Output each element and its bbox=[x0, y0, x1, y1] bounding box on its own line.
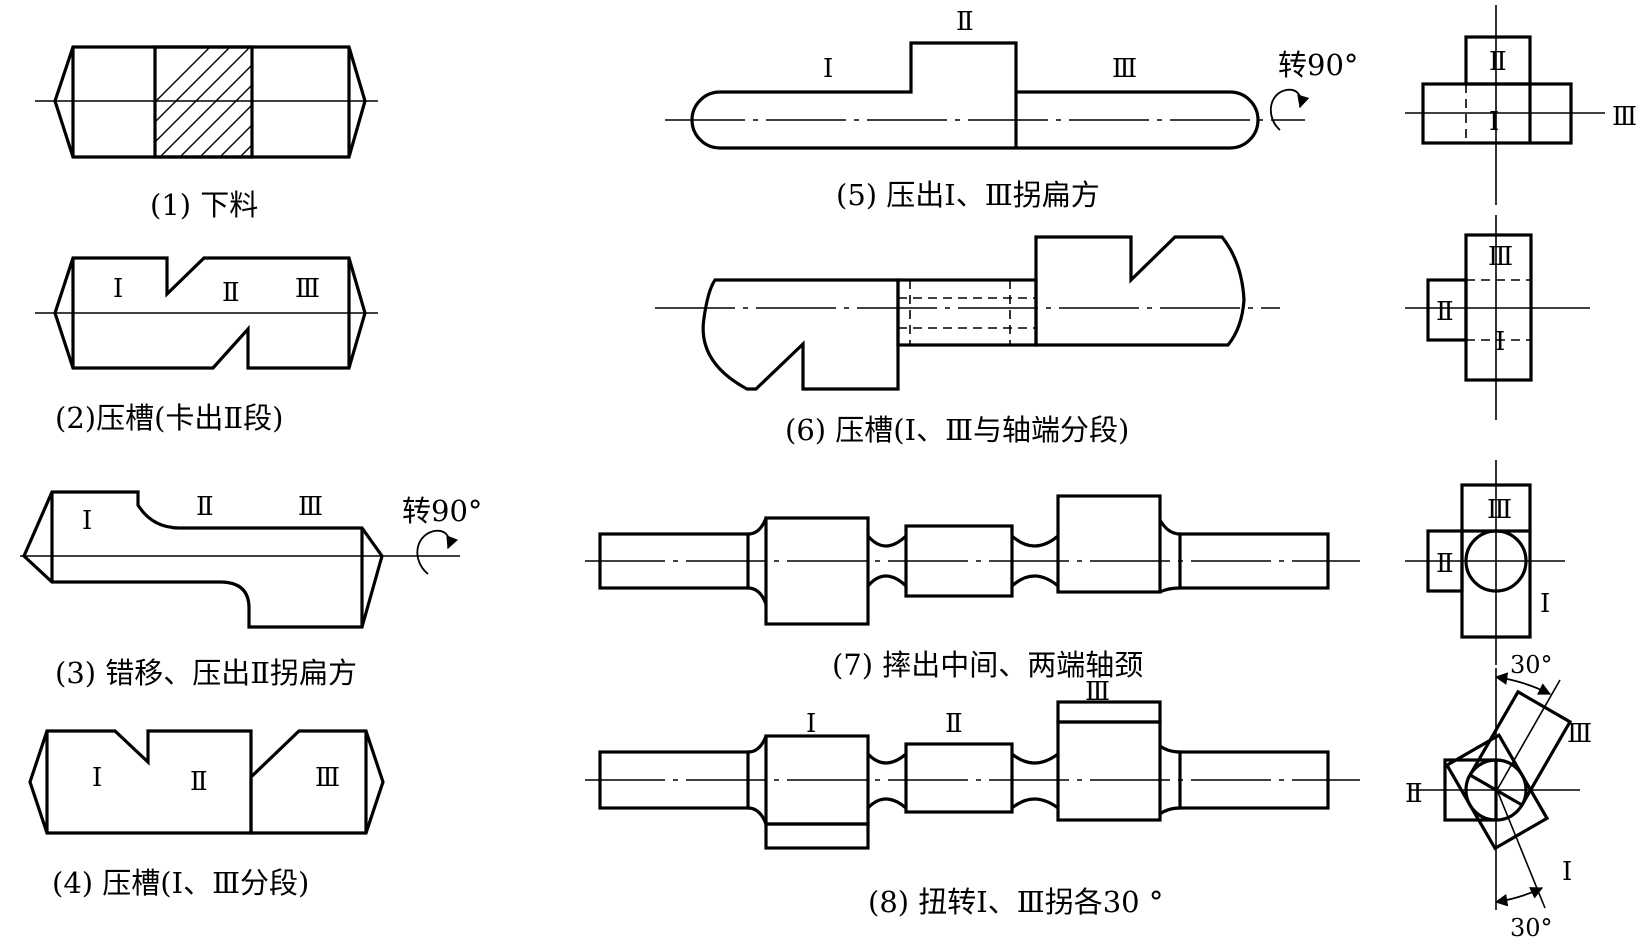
step4-label-I: Ⅰ bbox=[92, 763, 102, 793]
step6-grooved-cranks: (6) 压槽(Ⅰ、Ⅲ与轴端分段) bbox=[655, 235, 1280, 447]
step5-label-III: Ⅲ bbox=[1112, 54, 1137, 84]
step6-caption: (6) 压槽(Ⅰ、Ⅲ与轴端分段) bbox=[785, 413, 1129, 447]
step8-end-label-III: Ⅲ bbox=[1567, 719, 1592, 749]
step5-caption: (5) 压出Ⅰ、Ⅲ拐扁方 bbox=[836, 178, 1100, 212]
step3-label-II: Ⅱ bbox=[196, 492, 214, 522]
step4-grooved-billet: Ⅰ Ⅱ Ⅲ (4) 压槽(Ⅰ、Ⅲ分段) bbox=[28, 729, 385, 900]
step8-angle-bottom: 30° bbox=[1510, 914, 1553, 942]
step5-end-label-I: Ⅰ bbox=[1489, 107, 1499, 137]
step8-label-I: Ⅰ bbox=[806, 709, 816, 739]
step8-end-label-II: Ⅱ bbox=[1405, 779, 1423, 809]
hatched-cut-section bbox=[155, 47, 252, 157]
step5-label-II: Ⅱ bbox=[956, 7, 974, 37]
step5-end-label-III: Ⅲ bbox=[1612, 102, 1636, 132]
step1-blank-billet: (1) 下料 bbox=[35, 45, 378, 222]
step8-label-II: Ⅱ bbox=[945, 709, 963, 739]
step6-end-label-III: Ⅲ bbox=[1488, 242, 1513, 272]
rotation-arrow-icon bbox=[416, 529, 459, 575]
step5-rotate-label: 转90° bbox=[1278, 48, 1358, 82]
step8-angle-top: 30° bbox=[1510, 651, 1553, 679]
step7-end-label-I: Ⅰ bbox=[1540, 589, 1550, 619]
step7-caption: (7) 摔出中间、两端轴颈 bbox=[832, 648, 1143, 682]
step7-swaged-shaft: (7) 摔出中间、两端轴颈 bbox=[585, 494, 1360, 682]
step4-caption: (4) 压槽(Ⅰ、Ⅲ分段) bbox=[52, 866, 309, 900]
step3-label-III: Ⅲ bbox=[298, 492, 323, 522]
step3-caption: (3) 错移、压出Ⅱ拐扁方 bbox=[55, 656, 357, 690]
step2-grooved-billet: Ⅰ Ⅱ Ⅲ (2)压槽(卡出Ⅱ段) bbox=[35, 256, 378, 435]
step6-end-view: Ⅲ Ⅱ Ⅰ bbox=[1405, 215, 1590, 420]
step4-label-III: Ⅲ bbox=[315, 763, 340, 793]
step2-caption: (2)压槽(卡出Ⅱ段) bbox=[55, 401, 283, 435]
step7-end-label-II: Ⅱ bbox=[1436, 549, 1454, 579]
step3-label-I: Ⅰ bbox=[82, 506, 92, 536]
step8-end-label-I: Ⅰ bbox=[1562, 857, 1572, 887]
rotation-arrow-icon bbox=[1270, 88, 1310, 131]
step8-caption: (8) 扭转Ⅰ、Ⅲ拐各30 ° bbox=[868, 885, 1163, 919]
top-angle-arrow bbox=[1494, 672, 1552, 695]
step8-twisted-shaft: Ⅰ Ⅱ Ⅲ (8) 扭转Ⅰ、Ⅲ拐各30 ° bbox=[585, 677, 1360, 919]
step6-end-label-I: Ⅰ bbox=[1495, 327, 1505, 357]
step8-label-III: Ⅲ bbox=[1085, 677, 1110, 707]
step2-label-III: Ⅲ bbox=[295, 274, 320, 304]
step8-end-view: 30° 30° Ⅱ Ⅲ Ⅰ bbox=[1405, 651, 1592, 942]
step2-label-I: Ⅰ bbox=[113, 274, 123, 304]
step3-rotate-label: 转90° bbox=[402, 494, 482, 528]
step2-label-II: Ⅱ bbox=[222, 278, 240, 308]
step5-flat-cranks: Ⅰ Ⅱ Ⅲ 转90° (5) 压出Ⅰ、Ⅲ拐扁方 bbox=[665, 7, 1358, 212]
step7-end-label-III: Ⅲ bbox=[1487, 495, 1512, 525]
step4-label-II: Ⅱ bbox=[190, 767, 208, 797]
step5-end-view: Ⅱ Ⅰ Ⅲ bbox=[1405, 5, 1636, 205]
step6-end-label-II: Ⅱ bbox=[1436, 297, 1454, 327]
bottom-angle-arrow bbox=[1494, 887, 1544, 907]
step3-offset-billet: Ⅰ Ⅱ Ⅲ 转90° (3) 错移、压出Ⅱ拐扁方 bbox=[20, 490, 482, 690]
step7-end-view: Ⅲ Ⅱ Ⅰ bbox=[1405, 460, 1565, 665]
step1-caption: (1) 下料 bbox=[150, 188, 258, 222]
step5-label-I: Ⅰ bbox=[823, 54, 833, 84]
step5-end-label-II: Ⅱ bbox=[1489, 47, 1507, 77]
